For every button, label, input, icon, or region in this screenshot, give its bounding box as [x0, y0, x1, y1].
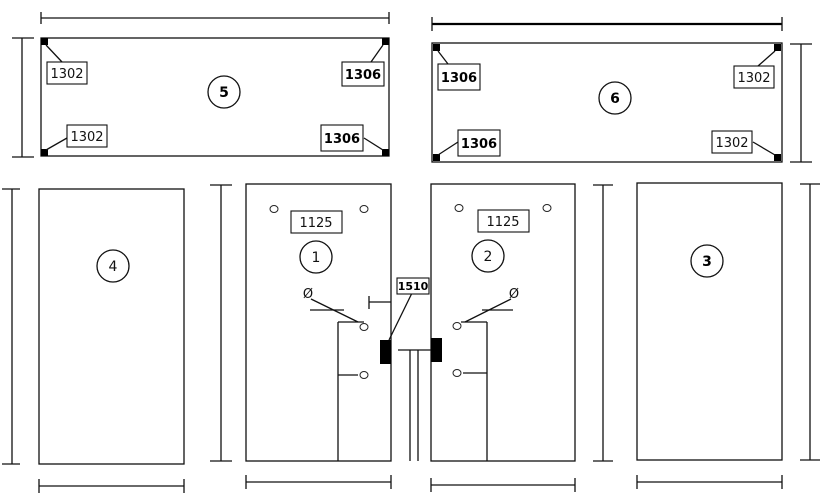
- corner-marker: [433, 154, 440, 161]
- hole: [452, 369, 462, 377]
- panel-number: 5: [219, 85, 229, 101]
- panel-4-board: [38, 188, 185, 465]
- corner-label-box: [320, 124, 364, 152]
- corner-label-box: [733, 65, 775, 89]
- corner-marker: [774, 44, 781, 51]
- corner-label-bl: 1302: [70, 130, 103, 145]
- hole: [359, 323, 369, 331]
- corner-marker: [382, 38, 389, 45]
- panel-number: 4: [109, 259, 118, 275]
- corner-label-box: [457, 129, 501, 157]
- panel-label-box: [477, 209, 530, 233]
- hole: [454, 204, 464, 212]
- hole: [269, 205, 279, 213]
- hinge-label-box: [396, 277, 430, 295]
- corner-label-tl: 1302: [50, 67, 83, 82]
- corner-marker: [41, 38, 48, 45]
- hinge-block: [380, 340, 391, 364]
- leader-line: [757, 50, 776, 67]
- hinge-label: 1510: [398, 280, 429, 293]
- corner-label-box: [341, 61, 385, 87]
- leader-line: [45, 44, 63, 63]
- panel-1: 1125 1 Ø: [210, 183, 392, 489]
- panel-number: 6: [610, 91, 620, 107]
- diameter-symbol: Ø: [509, 287, 519, 302]
- leader-line: [437, 141, 459, 156]
- panel-number-circle: [96, 249, 130, 283]
- panel-number: 1: [312, 250, 321, 266]
- panel-label-box: [290, 210, 343, 234]
- panel-number: 3: [702, 254, 712, 270]
- leader-line: [363, 137, 384, 151]
- corner-label-tr: 1302: [737, 71, 770, 86]
- corner-marker: [433, 44, 440, 51]
- panel-number-circle: [471, 239, 505, 273]
- panel-6: 1306 1302 1306 1302 6: [431, 17, 812, 163]
- corner-label-box: [66, 124, 108, 148]
- corner-label-br: 1306: [324, 132, 360, 147]
- leader-line: [437, 50, 449, 65]
- hinge-block: [431, 338, 442, 362]
- corner-marker: [41, 149, 48, 156]
- corner-marker: [774, 154, 781, 161]
- panel-number-circle: [299, 240, 333, 274]
- corner-label-box: [711, 130, 753, 154]
- corner-label-br: 1302: [715, 136, 748, 151]
- panel-number-circle: [598, 81, 632, 115]
- corner-label-tl: 1306: [441, 71, 477, 86]
- hole: [359, 371, 369, 379]
- panel-5: 1302 1306 1302 1306 5: [12, 12, 390, 158]
- hole: [359, 205, 369, 213]
- corner-label-box: [437, 63, 481, 91]
- diameter-symbol: Ø: [303, 287, 313, 302]
- panel-4: 4: [2, 188, 185, 493]
- panel-number-circle: [207, 75, 241, 109]
- panel-2: 1125 2 Ø: [430, 183, 613, 492]
- hole: [542, 204, 552, 212]
- leader-line: [752, 141, 776, 156]
- panel-3-board: [636, 182, 783, 461]
- panel-number-circle: [690, 244, 724, 278]
- corner-label-tr: 1306: [345, 68, 381, 83]
- corner-marker: [382, 149, 389, 156]
- corner-label-box: [46, 61, 88, 85]
- panel-label: 1125: [299, 216, 332, 231]
- leader-line: [388, 292, 413, 341]
- panel-label: 1125: [486, 215, 519, 230]
- corner-label-bl: 1306: [461, 137, 497, 152]
- leader-line: [370, 44, 384, 63]
- panel-number: 2: [484, 249, 493, 265]
- hole: [452, 322, 462, 330]
- leader-line: [45, 137, 68, 151]
- hinge-connector: 1510: [368, 277, 458, 461]
- panel-3: 3: [636, 182, 820, 489]
